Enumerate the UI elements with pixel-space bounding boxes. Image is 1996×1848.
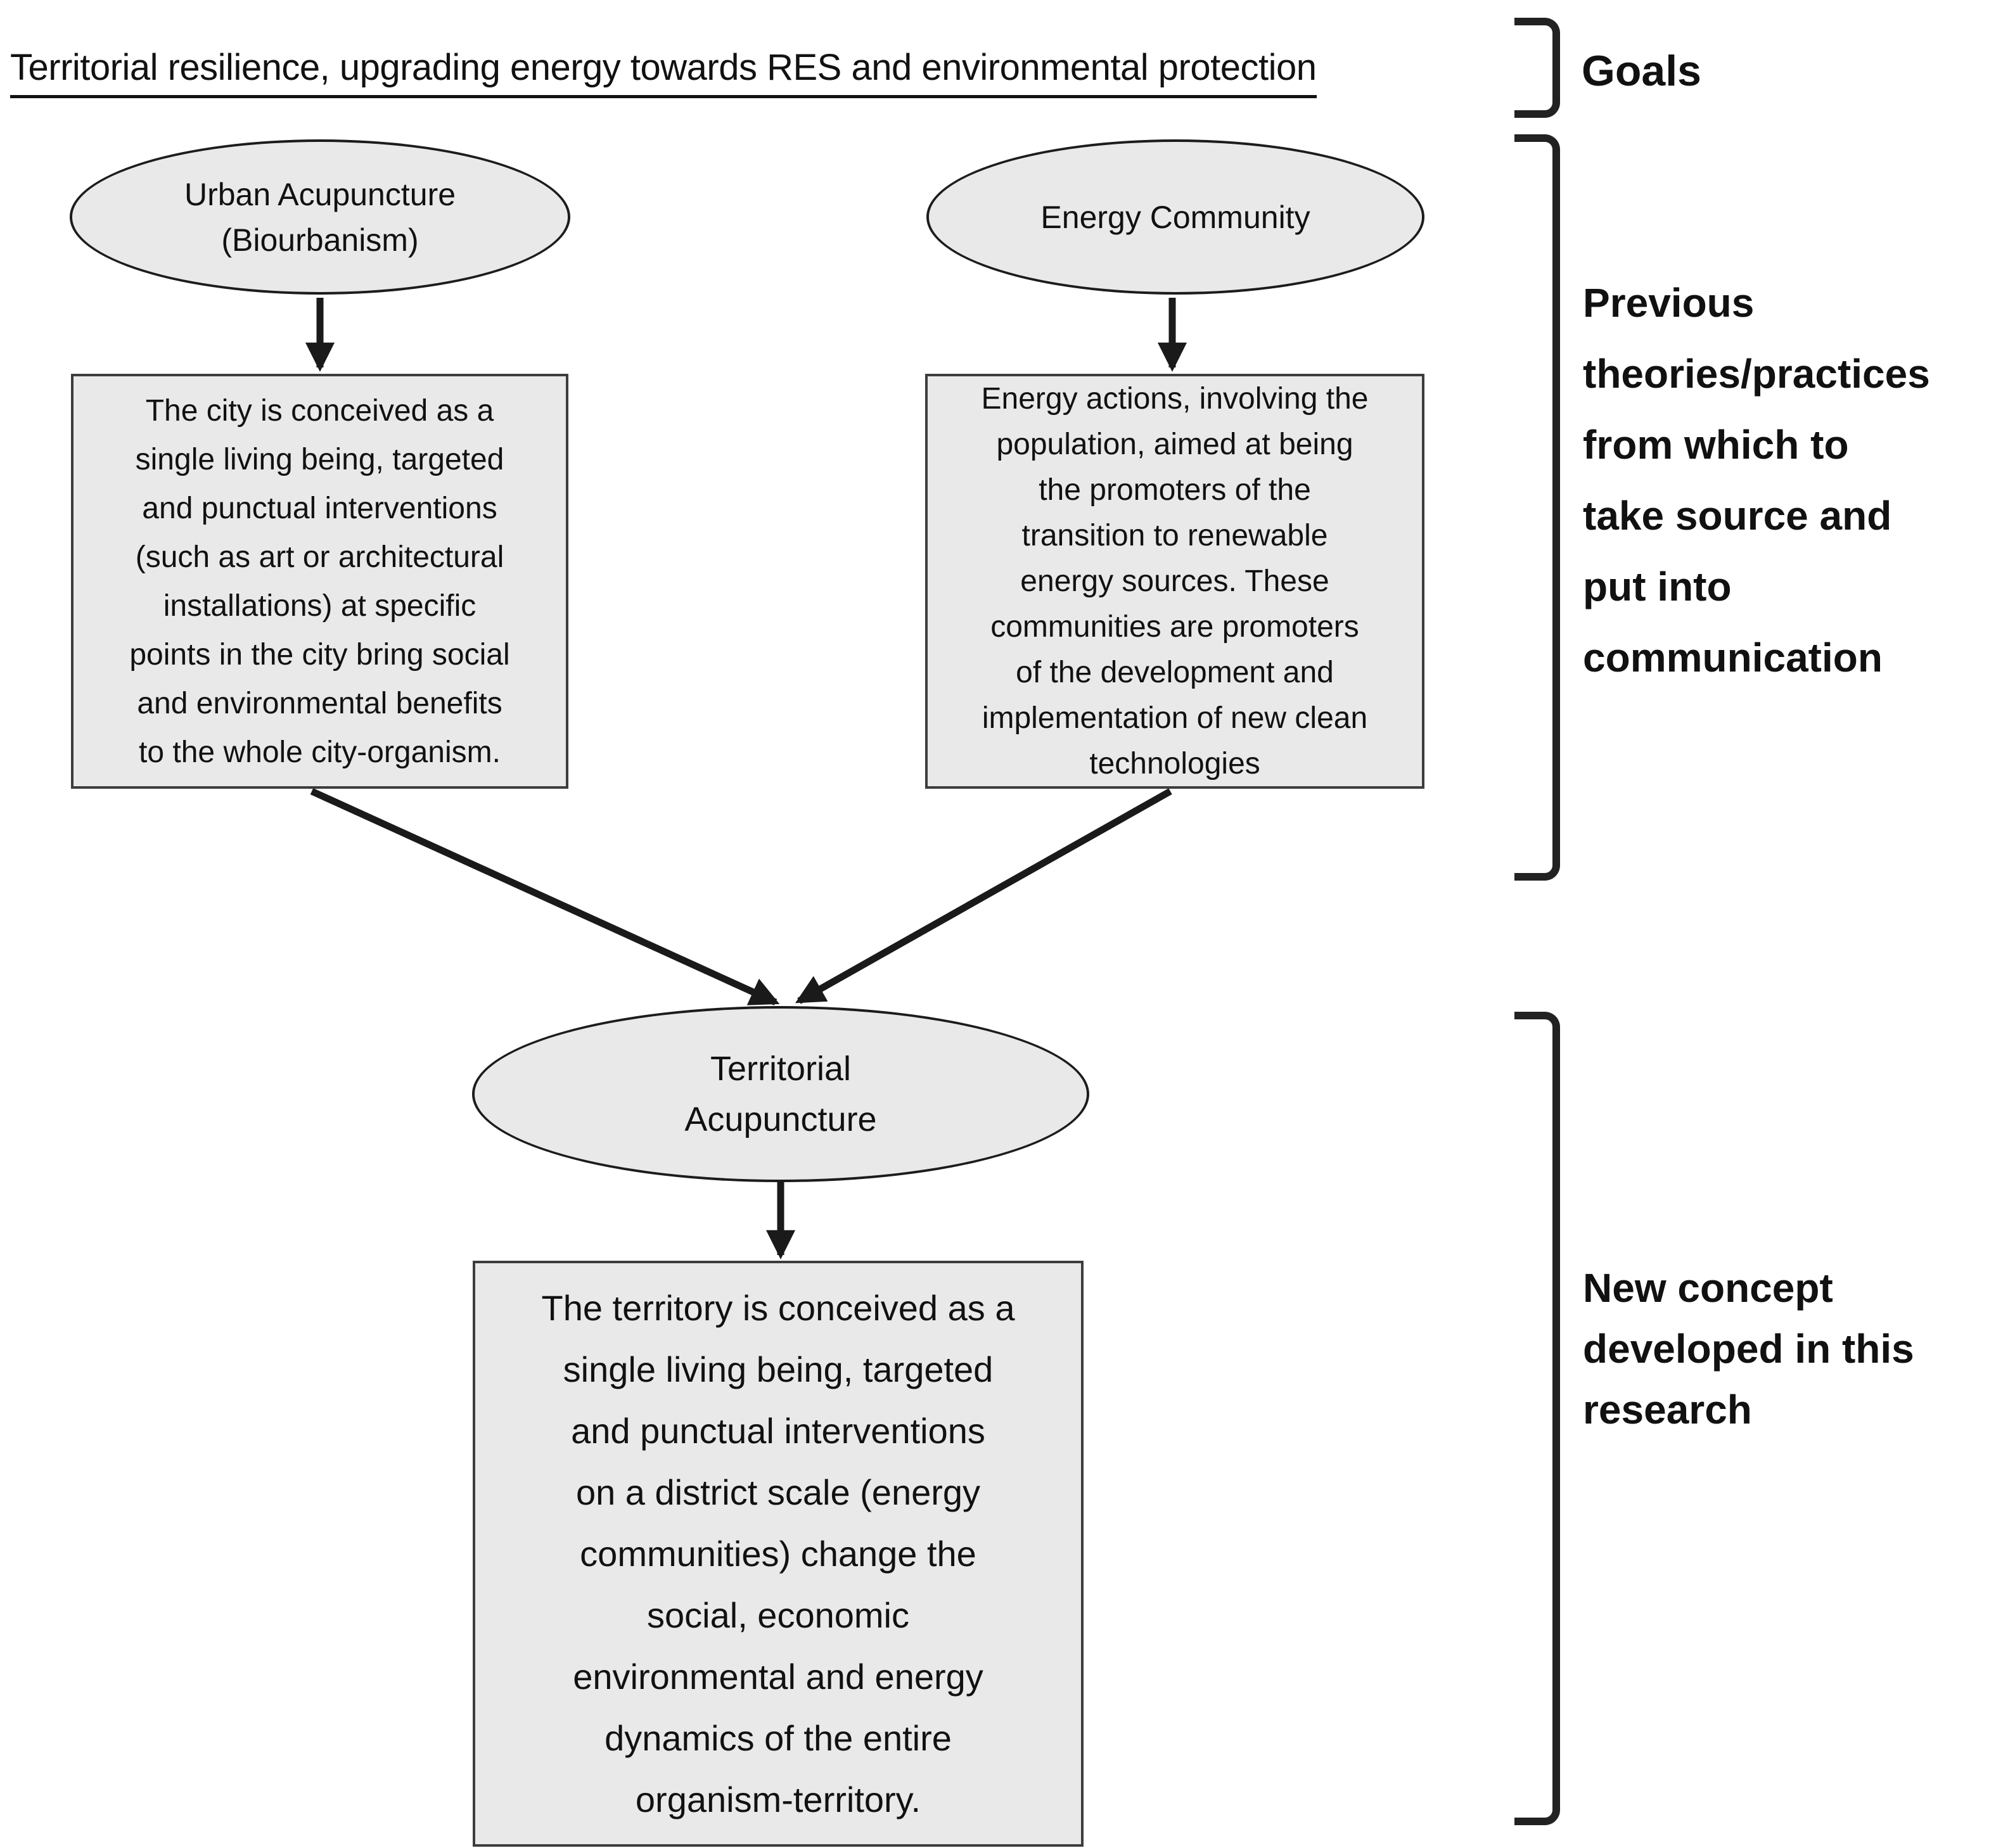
territorial-acupuncture-label: Territorial Acupuncture xyxy=(684,1050,877,1138)
energy-community-label: Energy Community xyxy=(1040,199,1310,235)
goals-bracket xyxy=(1514,18,1560,118)
territorial-acupuncture-ellipse: Territorial Acupuncture xyxy=(472,1006,1089,1182)
arrow-urban-box-to-territorial xyxy=(310,787,780,1006)
new-concept-bracket xyxy=(1514,1012,1560,1825)
urban-acupuncture-ellipse: Urban Acupuncture (Biourbanism) xyxy=(70,139,570,295)
territorial-acupuncture-description-box: The territory is conceived as a single l… xyxy=(473,1261,1084,1847)
urban-acupuncture-description: The city is conceived as a single living… xyxy=(129,393,510,769)
energy-community-description: Energy actions, involving the population… xyxy=(981,381,1369,781)
previous-theories-bracket xyxy=(1514,134,1560,881)
energy-community-ellipse: Energy Community xyxy=(926,139,1424,295)
urban-acupuncture-description-box: The city is conceived as a single living… xyxy=(71,374,568,789)
territorial-acupuncture-description: The territory is conceived as a single l… xyxy=(541,1288,1015,1819)
previous-theories-label: Previous theories/practices from which t… xyxy=(1583,280,1930,680)
urban-acupuncture-label: Urban Acupuncture (Biourbanism) xyxy=(184,176,456,258)
arrow-energy-box-to-territorial xyxy=(795,788,1172,1004)
energy-community-description-box: Energy actions, involving the population… xyxy=(925,374,1424,789)
new-concept-label: New concept developed in this research xyxy=(1583,1265,1914,1432)
goals-label: Goals xyxy=(1582,47,1701,95)
diagram-title: Territorial resilience, upgrading energy… xyxy=(10,46,1317,98)
